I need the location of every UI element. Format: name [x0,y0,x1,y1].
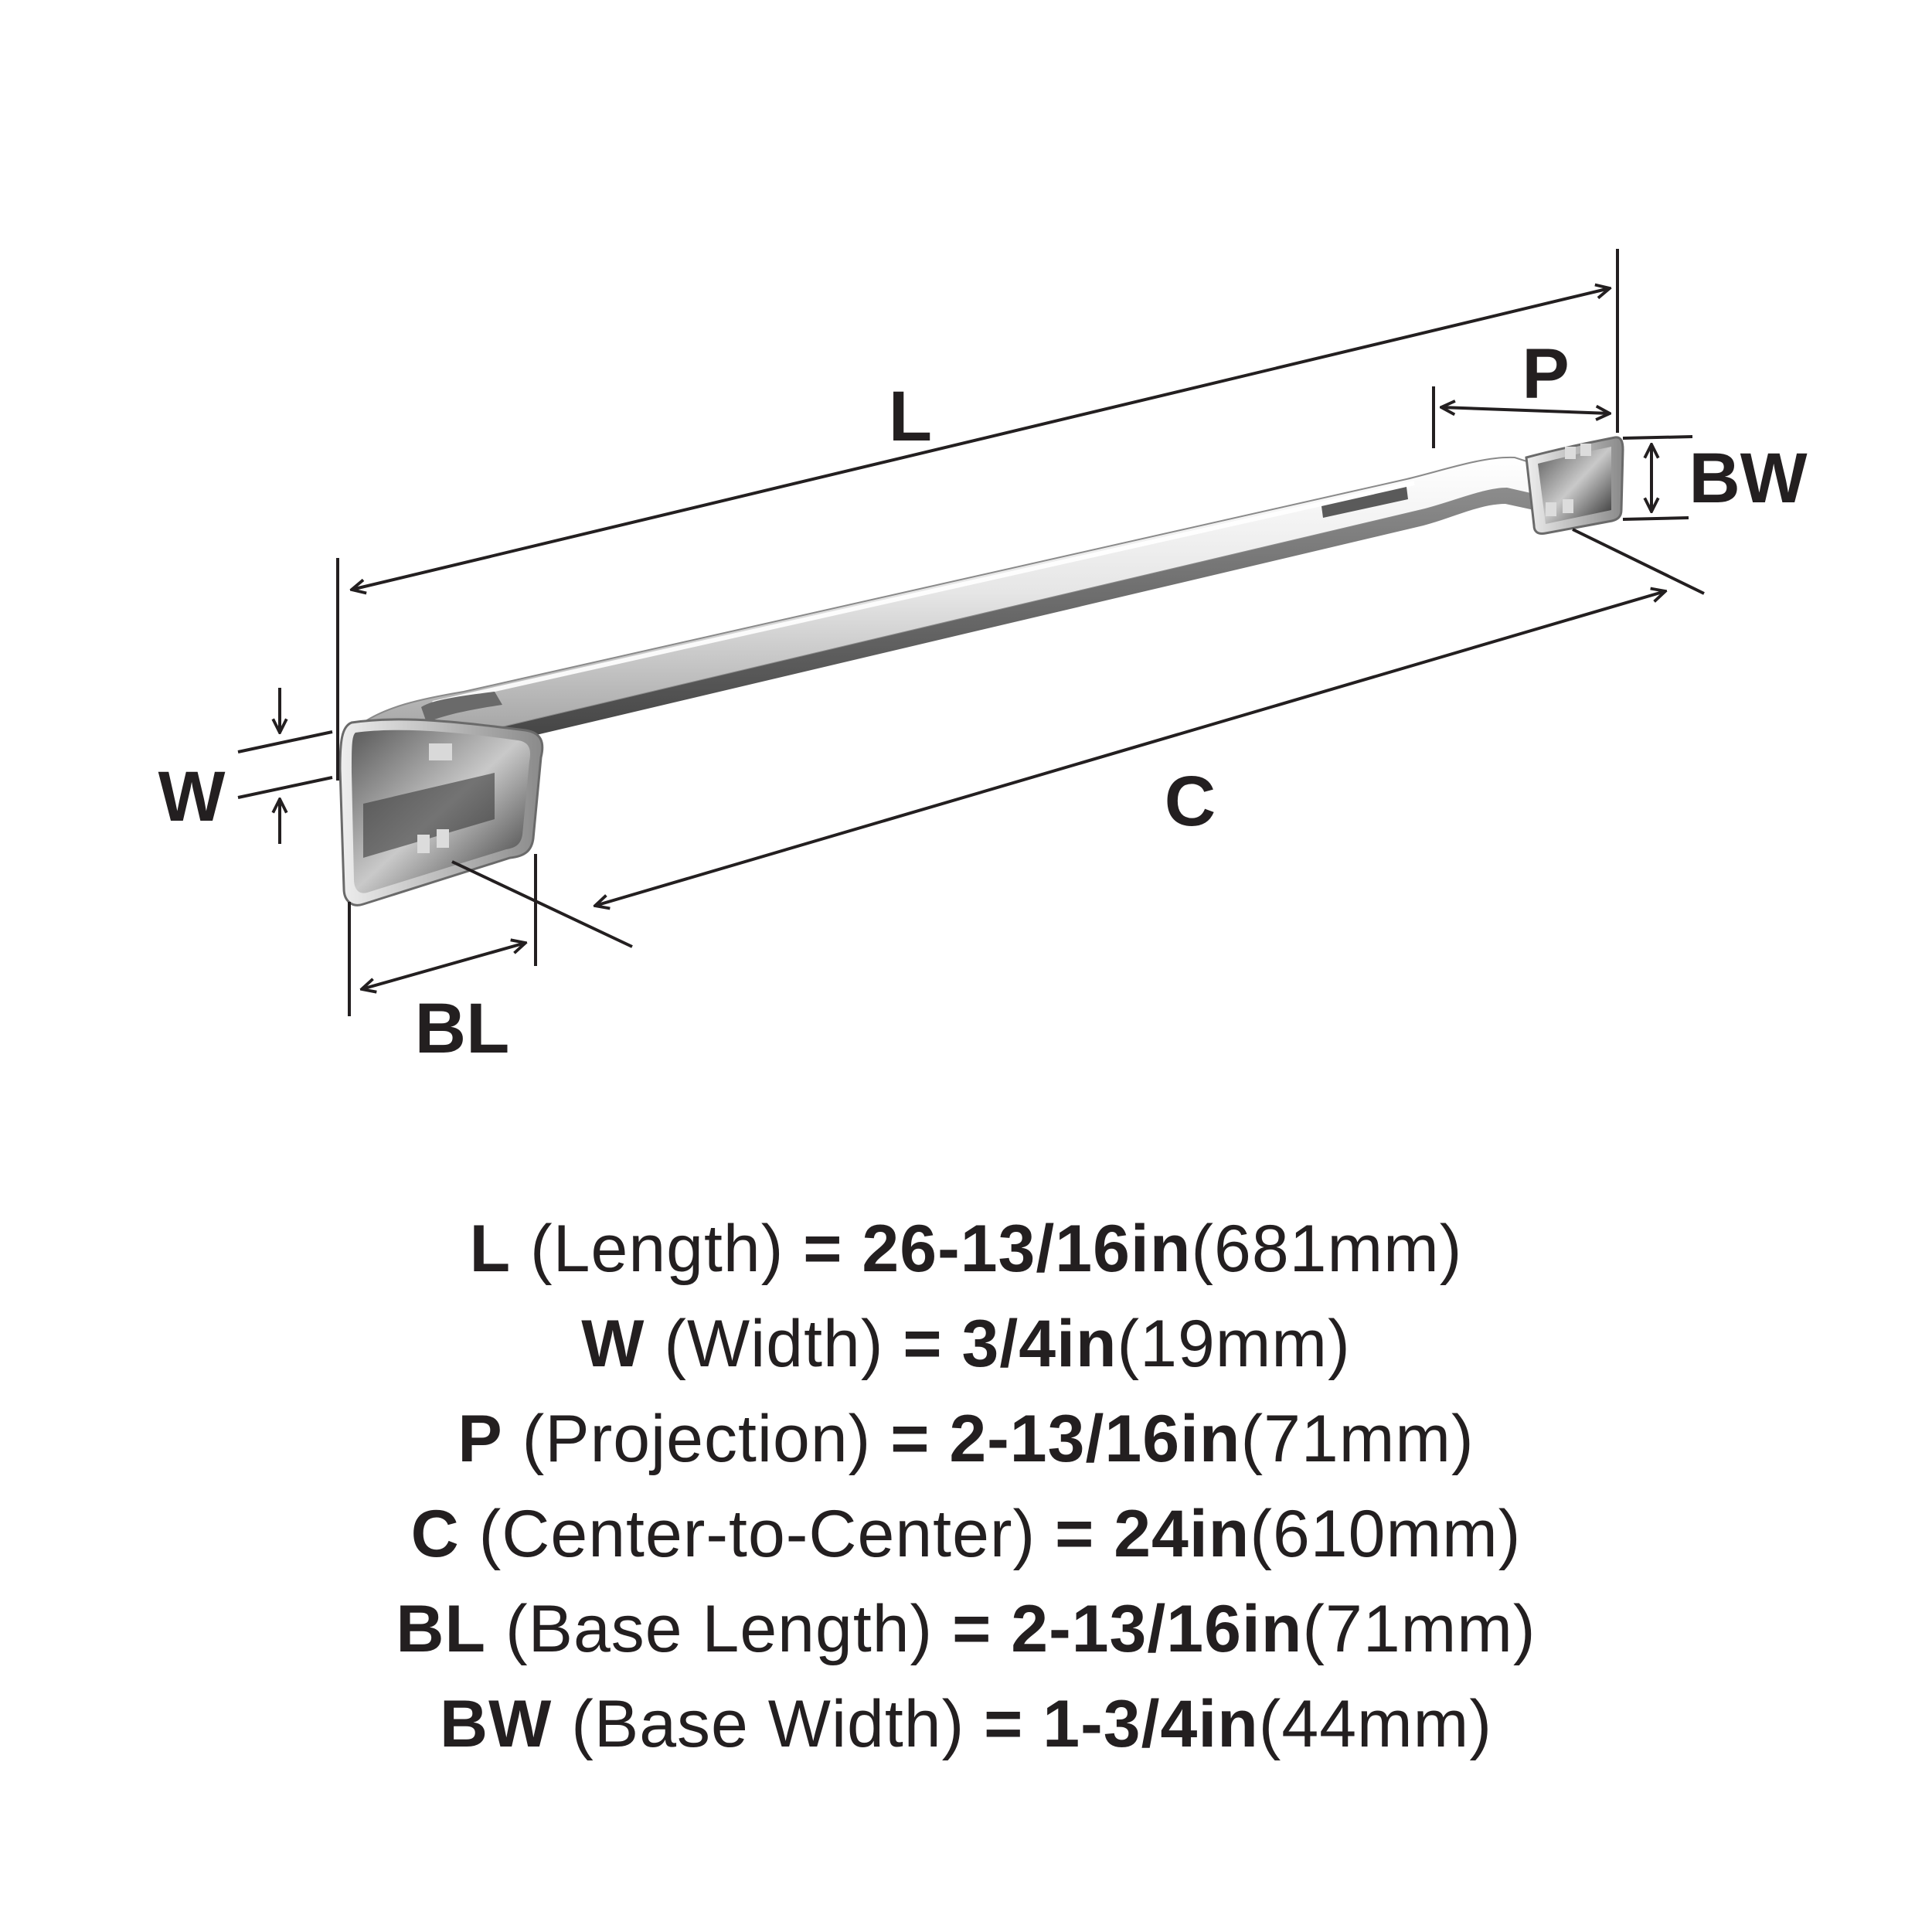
spec-code: P [457,1402,503,1476]
w-extension-top [237,730,333,753]
spec-row-projection: P (Projection) = 2-13/16in(71mm) [0,1392,1932,1487]
spec-desc: (Length) [530,1212,784,1286]
spec-code: BW [440,1687,553,1761]
spec-row-base-width: BW (Base Width) = 1-3/4in(44mm) [0,1677,1932,1772]
spec-desc: (Base Width) [571,1687,965,1761]
bar-highlight [432,481,1415,706]
spec-eq: = [803,1212,843,1286]
spec-metric: (19mm) [1117,1307,1351,1381]
spec-value: 3/4in [961,1307,1117,1381]
spec-eq: = [984,1687,1024,1761]
spec-desc: (Projection) [522,1402,872,1476]
right-mount-base [1525,436,1624,535]
spec-desc: (Center-to-Center) [478,1497,1036,1571]
spec-row-base-length: BL (Base Length) = 2-13/16in(71mm) [0,1582,1932,1677]
label-p: P [1522,335,1569,413]
bw-extension-bottom [1622,516,1689,521]
spec-metric: (71mm) [1302,1592,1536,1666]
spec-value: 24in [1114,1497,1250,1571]
spec-value: 2-13/16in [949,1402,1241,1476]
towel-bar-product [338,436,1624,906]
bl-dimension-arrow [362,943,526,989]
c-dimension-arrow [595,591,1665,906]
spec-code: C [410,1497,460,1571]
bar-left-cutout [421,692,502,723]
spec-eq: = [890,1402,930,1476]
left-mount-base [338,718,544,906]
spec-desc: (Base Length) [505,1592,934,1666]
w-extension-bottom [237,776,333,799]
c-extension-left [451,860,633,948]
label-bl: BL [415,989,510,1068]
spec-row-center-to-center: C (Center-to-Center) = 24in(610mm) [0,1487,1932,1582]
spec-value: 2-13/16in [1011,1592,1303,1666]
dimension-lines [237,249,1705,1016]
towel-bar-dimension-diagram: L P BW W C BL [158,249,1808,1068]
dimension-spec-list: L (Length) = 26-13/16in(681mm) W (Width)… [0,1202,1932,1772]
bw-extension-top [1622,435,1693,440]
spec-eq: = [903,1307,943,1381]
spec-eq: = [952,1592,992,1666]
label-bw: BW [1689,439,1807,518]
spec-desc: (Width) [664,1307,884,1381]
spec-metric: (681mm) [1191,1212,1463,1286]
spec-eq: = [1055,1497,1095,1571]
label-l: L [889,377,932,456]
label-w: W [158,757,226,836]
spec-row-length: L (Length) = 26-13/16in(681mm) [0,1202,1932,1297]
spec-metric: (610mm) [1250,1497,1522,1571]
label-c: C [1165,762,1216,841]
spec-row-width: W (Width) = 3/4in(19mm) [0,1297,1932,1392]
spec-metric: (44mm) [1258,1687,1492,1761]
l-dimension-arrow [352,288,1610,590]
spec-metric: (71mm) [1240,1402,1475,1476]
spec-code: BL [396,1592,487,1666]
spec-value: 26-13/16in [862,1212,1192,1286]
bar-front-edge [379,488,1534,771]
spec-value: 1-3/4in [1043,1687,1259,1761]
c-extension-right [1572,528,1705,595]
p-dimension-arrow [1441,407,1610,413]
spec-code: L [469,1212,512,1286]
spec-code: W [581,1307,645,1381]
